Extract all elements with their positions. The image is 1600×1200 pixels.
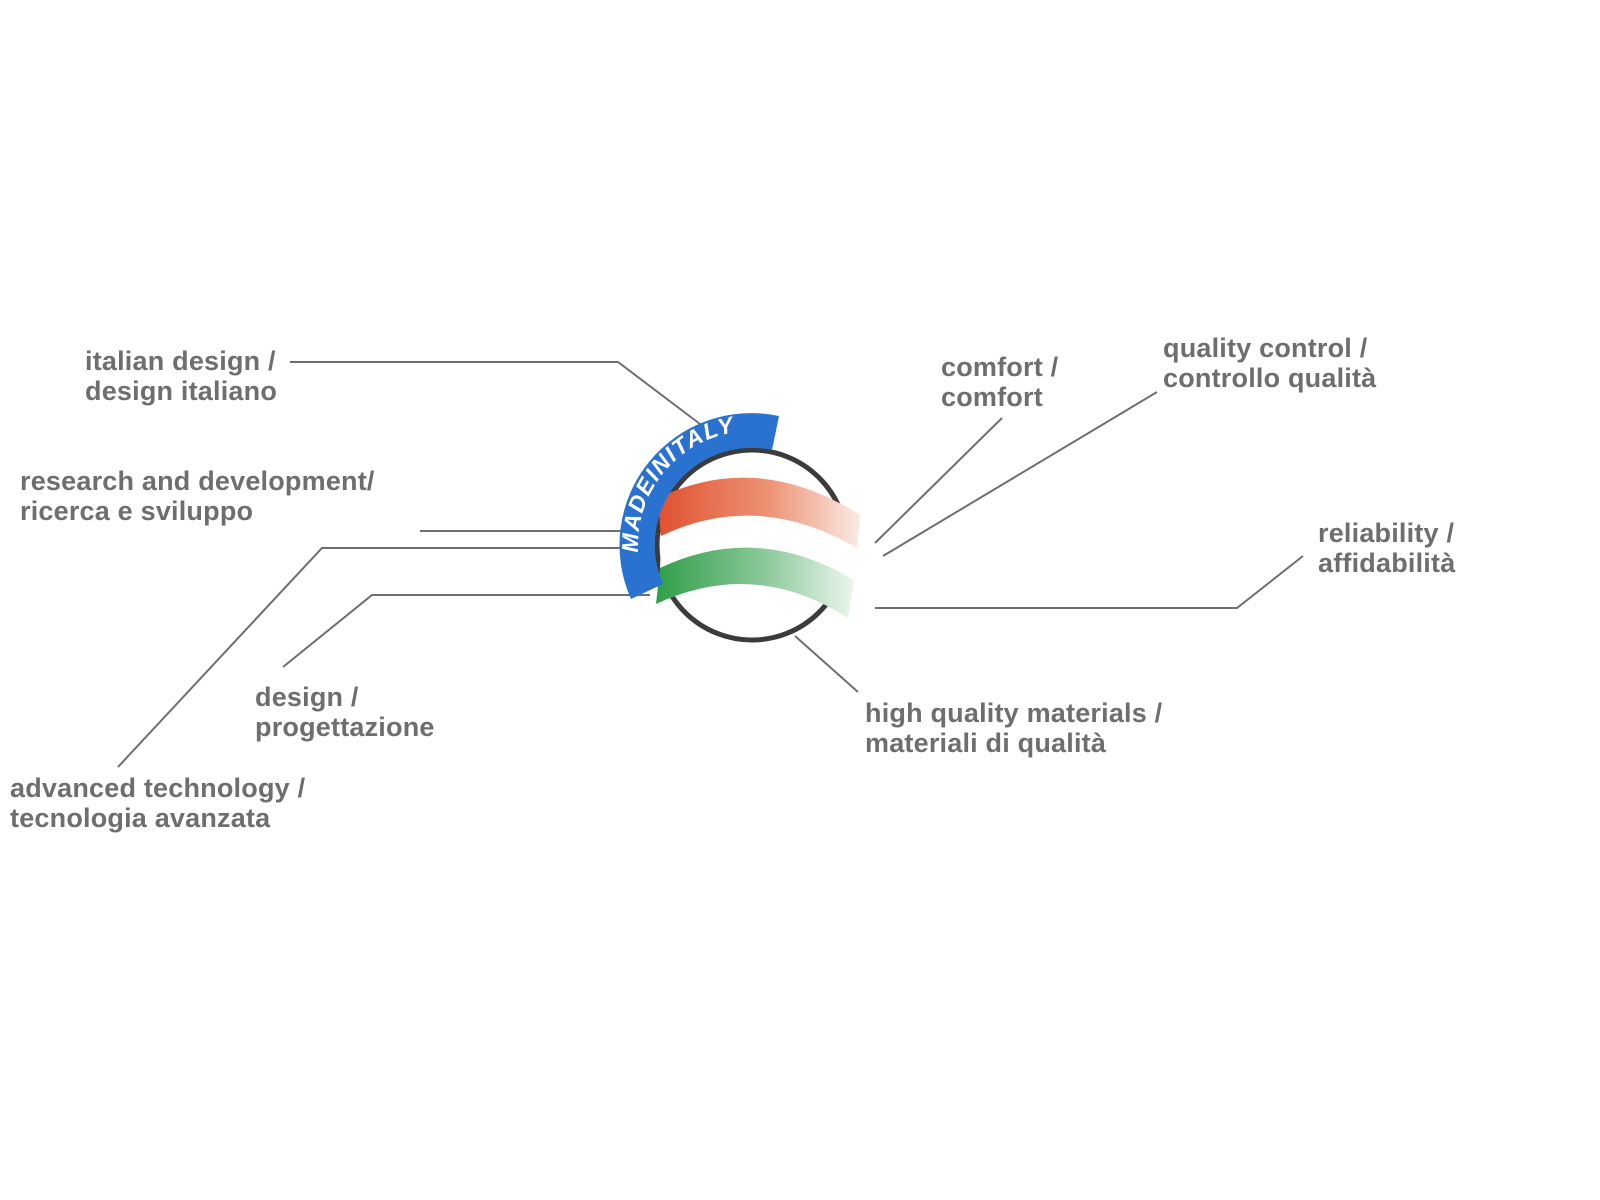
label-design-line2: progettazione xyxy=(255,712,435,742)
made-in-italy-logo: MADEINITALY xyxy=(617,411,860,643)
label-research-development-line1: research and development/ xyxy=(20,466,375,496)
connector-line-quality-control xyxy=(882,391,1158,557)
flag-stripe-red xyxy=(658,477,860,550)
connector-line-design xyxy=(282,594,650,668)
connector-line-comfort xyxy=(874,417,1003,544)
label-high-quality-materials-line1: high quality materials / xyxy=(865,698,1163,728)
label-advanced-technology-line2: tecnologia avanzata xyxy=(10,803,271,833)
label-italian-design: italian design / design italiano xyxy=(85,346,277,406)
label-design: design / progettazione xyxy=(255,682,435,742)
label-comfort-line2: comfort xyxy=(941,382,1043,412)
flag-stripe-green xyxy=(656,547,854,618)
label-reliability-line2: affidabilità xyxy=(1318,548,1456,578)
label-quality-control: quality control / controllo qualità xyxy=(1163,333,1376,393)
label-italian-design-line2: design italiano xyxy=(85,376,278,406)
connector-line-high-quality-materials xyxy=(794,635,859,693)
label-reliability-line1: reliability / xyxy=(1318,518,1455,548)
label-reliability: reliability / affidabilità xyxy=(1318,518,1455,578)
label-high-quality-materials: high quality materials / materiali di qu… xyxy=(865,698,1162,758)
logo-banner xyxy=(619,413,779,599)
label-advanced-technology: advanced technology / tecnologia avanzat… xyxy=(10,773,305,833)
label-research-development-line2: ricerca e sviluppo xyxy=(20,496,254,526)
label-research-development: research and development/ ricerca e svil… xyxy=(20,466,375,526)
label-advanced-technology-line1: advanced technology / xyxy=(10,773,306,803)
label-italian-design-line1: italian design / xyxy=(85,346,276,376)
label-comfort: comfort / comfort xyxy=(941,352,1058,412)
connector-line-advanced-technology xyxy=(117,547,634,768)
label-quality-control-line1: quality control / xyxy=(1163,333,1368,363)
label-design-line1: design / xyxy=(255,682,359,712)
label-high-quality-materials-line2: materiali di qualità xyxy=(865,728,1107,758)
connector-line-reliability xyxy=(875,555,1304,609)
label-comfort-line1: comfort / xyxy=(941,352,1059,382)
label-quality-control-line2: controllo qualità xyxy=(1163,363,1377,393)
connector-line-italian-design xyxy=(290,361,701,425)
